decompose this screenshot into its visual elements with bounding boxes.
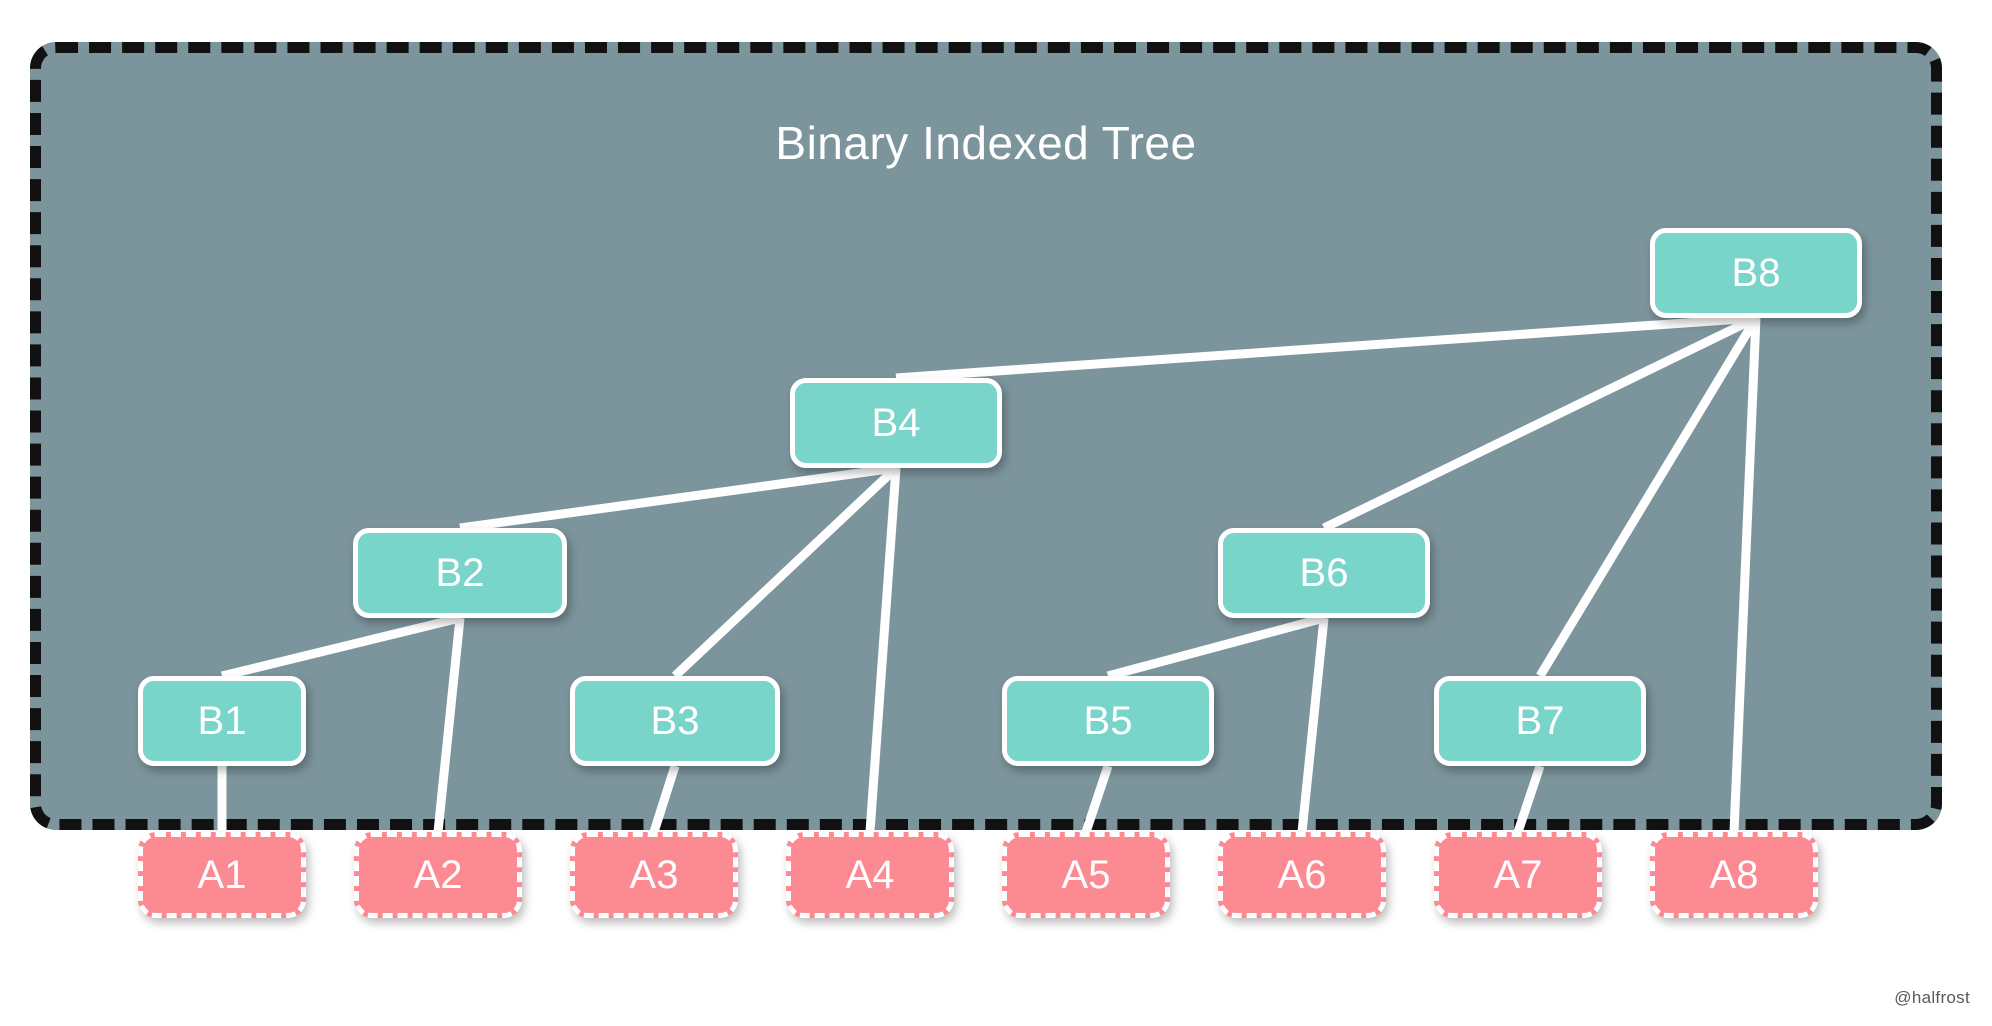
bit-node-b2[interactable]: B2 bbox=[353, 528, 567, 618]
array-node-a7[interactable]: A7 bbox=[1434, 832, 1602, 918]
bit-node-b5[interactable]: B5 bbox=[1002, 676, 1214, 766]
node-label: A8 bbox=[1709, 853, 1759, 897]
node-label: B8 bbox=[1731, 251, 1781, 295]
array-node-a2[interactable]: A2 bbox=[354, 832, 522, 918]
bit-node-b1[interactable]: B1 bbox=[138, 676, 306, 766]
node-label: B6 bbox=[1299, 551, 1349, 595]
node-label: A7 bbox=[1493, 853, 1543, 897]
watermark: @halfrost bbox=[1894, 988, 1970, 1007]
page-title: Binary Indexed Tree bbox=[775, 117, 1197, 169]
node-label: B7 bbox=[1515, 699, 1565, 743]
node-label: A5 bbox=[1061, 853, 1111, 897]
array-node-a6[interactable]: A6 bbox=[1218, 832, 1386, 918]
node-label: B1 bbox=[197, 699, 247, 743]
array-node-a1[interactable]: A1 bbox=[138, 832, 306, 918]
array-node-a4[interactable]: A4 bbox=[786, 832, 954, 918]
node-label: B5 bbox=[1083, 699, 1133, 743]
node-label: B3 bbox=[650, 699, 700, 743]
bit-node-b6[interactable]: B6 bbox=[1218, 528, 1430, 618]
node-label: A1 bbox=[197, 853, 247, 897]
bit-node-b8[interactable]: B8 bbox=[1650, 228, 1862, 318]
node-label: B2 bbox=[435, 551, 485, 595]
array-node-a5[interactable]: A5 bbox=[1002, 832, 1170, 918]
node-label: A4 bbox=[845, 853, 895, 897]
array-node-a3[interactable]: A3 bbox=[570, 832, 738, 918]
node-label: A6 bbox=[1277, 853, 1327, 897]
array-node-a8[interactable]: A8 bbox=[1650, 832, 1818, 918]
node-label: A3 bbox=[629, 853, 679, 897]
node-label: A2 bbox=[413, 853, 463, 897]
node-label: B4 bbox=[871, 401, 921, 445]
bit-node-b4[interactable]: B4 bbox=[790, 378, 1002, 468]
bit-node-b3[interactable]: B3 bbox=[570, 676, 780, 766]
bit-node-b7[interactable]: B7 bbox=[1434, 676, 1646, 766]
